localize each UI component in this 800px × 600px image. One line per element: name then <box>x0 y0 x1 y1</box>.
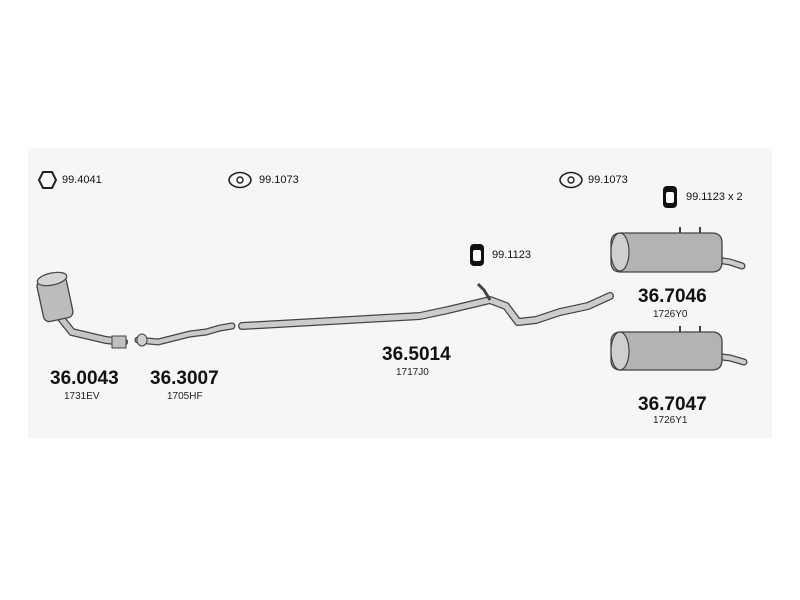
ring-clamp-icon <box>37 171 58 189</box>
part-number: 36.5014 <box>382 344 451 365</box>
gasket-icon <box>228 171 252 189</box>
rear-silencer <box>610 227 746 273</box>
part-reference: 1705HF <box>167 391 203 402</box>
part-number: 36.7047 <box>638 394 707 415</box>
centre-pipe <box>238 282 614 330</box>
part-number: 36.0043 <box>50 368 119 389</box>
rear-silencer <box>610 326 748 371</box>
part-reference: 1717J0 <box>396 367 429 378</box>
part-reference: 1726Y1 <box>653 415 688 426</box>
diagram-background <box>28 148 772 438</box>
part-reference: 1726Y0 <box>653 309 688 320</box>
gasket-icon <box>559 171 583 189</box>
rubber-hanger-icon <box>663 186 677 208</box>
fitting-code: 99.1123 <box>492 249 531 261</box>
rubber-hanger-icon <box>470 244 484 266</box>
fitting-code: 99.1123 x 2 <box>686 191 743 203</box>
catalytic-converter <box>36 271 128 349</box>
fitting-code: 99.4041 <box>62 174 102 186</box>
part-number: 36.3007 <box>150 368 219 389</box>
part-number: 36.7046 <box>638 286 707 307</box>
part-reference: 1731EV <box>64 391 100 402</box>
fitting-code: 99.1073 <box>588 174 628 186</box>
intermediate-pipe <box>134 322 236 347</box>
fitting-code: 99.1073 <box>259 174 299 186</box>
